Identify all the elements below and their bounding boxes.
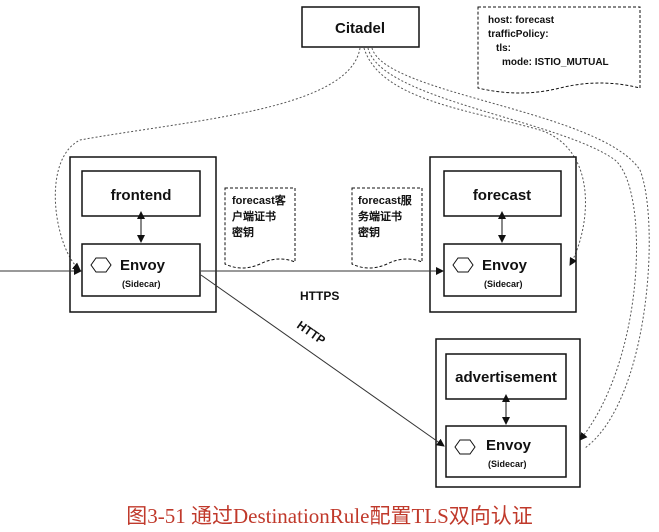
diagram-canvas: Citadel host: forecast trafficPolicy: tl… (0, 6, 650, 488)
https-label: HTTPS (300, 289, 339, 303)
server-cert-note: forecast服 务端证书 密钥 (351, 187, 423, 269)
server-cert-line-3: 密钥 (358, 225, 380, 239)
hexagon-icon (454, 439, 476, 455)
forecast-sidecar-label: (Sidecar) (484, 279, 523, 289)
http-edge (200, 274, 445, 447)
client-cert-line-1: forecast客 (232, 193, 287, 207)
policy-line-4: mode: ISTIO_MUTUAL (502, 57, 609, 68)
frontend-pod: frontend Envoy (Sidecar) (69, 156, 217, 313)
citadel-label: Citadel (335, 20, 385, 37)
client-cert-note: forecast客 户端证书 密钥 (224, 187, 296, 269)
forecast-pod: forecast Envoy (Sidecar) (429, 156, 577, 313)
client-cert-line-3: 密钥 (232, 225, 254, 239)
advertisement-envoy-label: Envoy (486, 437, 532, 454)
policy-line-3: tls: (496, 43, 511, 54)
policy-line-1: host: forecast (488, 15, 555, 26)
frontend-envoy-label: Envoy (120, 257, 166, 274)
forecast-service-label: forecast (473, 187, 531, 204)
cert-distribution-lines (54, 47, 650, 449)
advertisement-service-label: advertisement (455, 369, 557, 386)
hexagon-icon (90, 257, 112, 273)
server-cert-line-1: forecast服 (358, 194, 413, 207)
frontend-service-label: frontend (111, 187, 172, 204)
forecast-envoy-label: Envoy (482, 257, 528, 274)
advertisement-pod: advertisement Envoy (Sidecar) (435, 338, 581, 488)
citadel-box: Citadel (301, 6, 420, 48)
policy-line-2: trafficPolicy: (488, 29, 549, 40)
client-cert-line-2: 户端证书 (232, 209, 276, 223)
policy-note: host: forecast trafficPolicy: tls: mode:… (477, 6, 641, 94)
server-cert-line-2: 务端证书 (358, 209, 402, 223)
hexagon-icon (452, 257, 474, 273)
frontend-sidecar-label: (Sidecar) (122, 279, 161, 289)
advertisement-sidecar-label: (Sidecar) (488, 459, 527, 469)
http-label: HTTP (294, 318, 328, 347)
figure-caption: 图3-51 通过DestinationRule配置TLS双向认证 (126, 504, 533, 528)
